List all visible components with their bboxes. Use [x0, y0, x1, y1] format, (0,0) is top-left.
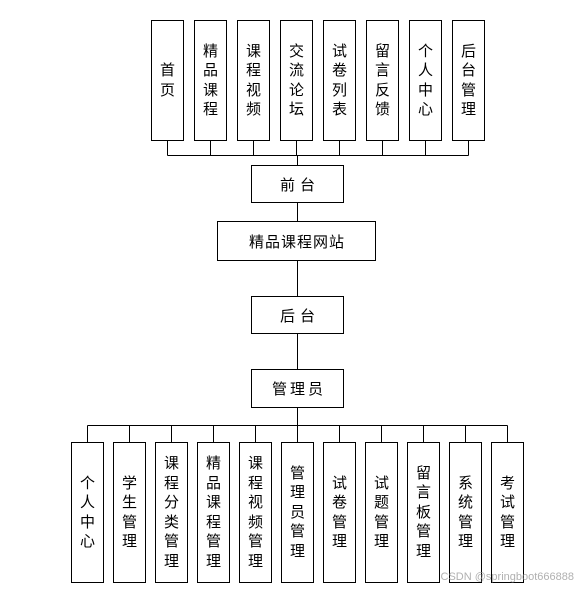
admin-module-system-management: 系统管理: [449, 442, 482, 583]
frontend-module-course-videos: 课程视频: [237, 20, 270, 141]
admin-module-label: 考试管理: [500, 473, 516, 551]
admin-node-label: 管理员: [271, 380, 326, 398]
admin-module-label: 课程分类管理: [164, 454, 180, 570]
admin-module-administrator-management: 管理员管理: [281, 442, 314, 583]
frontend-module-label: 首页: [160, 61, 176, 99]
frontend-module-label: 交流论坛: [289, 41, 305, 119]
frontend-module-label: 课程视频: [246, 41, 262, 119]
admin-module-message-board-management: 留言板管理: [407, 442, 440, 583]
frontend-module-label: 试卷列表: [332, 41, 348, 119]
admin-module-student-management: 学生管理: [113, 442, 146, 583]
admin-module-question-management: 试题管理: [365, 442, 398, 583]
frontend-module-personal-center: 个人中心: [409, 20, 442, 141]
admin-module-label: 个人中心: [80, 473, 96, 551]
admin-module-exam-management: 考试管理: [491, 442, 524, 583]
frontend-module-admin-entry: 后台管理: [452, 20, 485, 141]
admin-module-exam-paper-management: 试卷管理: [323, 442, 356, 583]
admin-module-label: 试题管理: [374, 473, 390, 551]
frontend-module-exam-list: 试卷列表: [323, 20, 356, 141]
admin-module-label: 管理员管理: [290, 463, 306, 560]
site-node-label: 精品课程网站: [248, 232, 345, 251]
admin-module-course-video-management: 课程视频管理: [239, 442, 272, 583]
site-node: 精品课程网站: [217, 221, 376, 261]
frontend-module-label: 后台管理: [461, 41, 477, 119]
admin-module-label: 课程视频管理: [248, 454, 264, 570]
frontend-module-label: 个人中心: [418, 41, 434, 119]
admin-module-featured-course-management: 精品课程管理: [197, 442, 230, 583]
admin-module-course-category-management: 课程分类管理: [155, 442, 188, 583]
admin-node: 管理员: [251, 369, 344, 408]
frontend-node-label: 前台: [279, 175, 320, 194]
admin-module-label: 留言板管理: [416, 463, 432, 560]
backend-node: 后台: [251, 296, 344, 334]
watermark: CSDN @springboot666888: [440, 571, 574, 583]
frontend-module-label: 精品课程: [203, 41, 219, 119]
admin-module-label: 学生管理: [122, 473, 138, 551]
frontend-module-feedback: 留言反馈: [366, 20, 399, 141]
frontend-module-home: 首页: [151, 20, 184, 141]
admin-module-personal-center: 个人中心: [71, 442, 104, 583]
admin-module-label: 精品课程管理: [206, 454, 222, 570]
frontend-module-forum: 交流论坛: [280, 20, 313, 141]
frontend-module-label: 留言反馈: [375, 41, 391, 119]
frontend-node: 前台: [251, 165, 344, 203]
frontend-module-featured-courses: 精品课程: [194, 20, 227, 141]
admin-module-label: 系统管理: [458, 473, 474, 551]
admin-module-label: 试卷管理: [332, 473, 348, 551]
backend-node-label: 后台: [279, 306, 320, 325]
